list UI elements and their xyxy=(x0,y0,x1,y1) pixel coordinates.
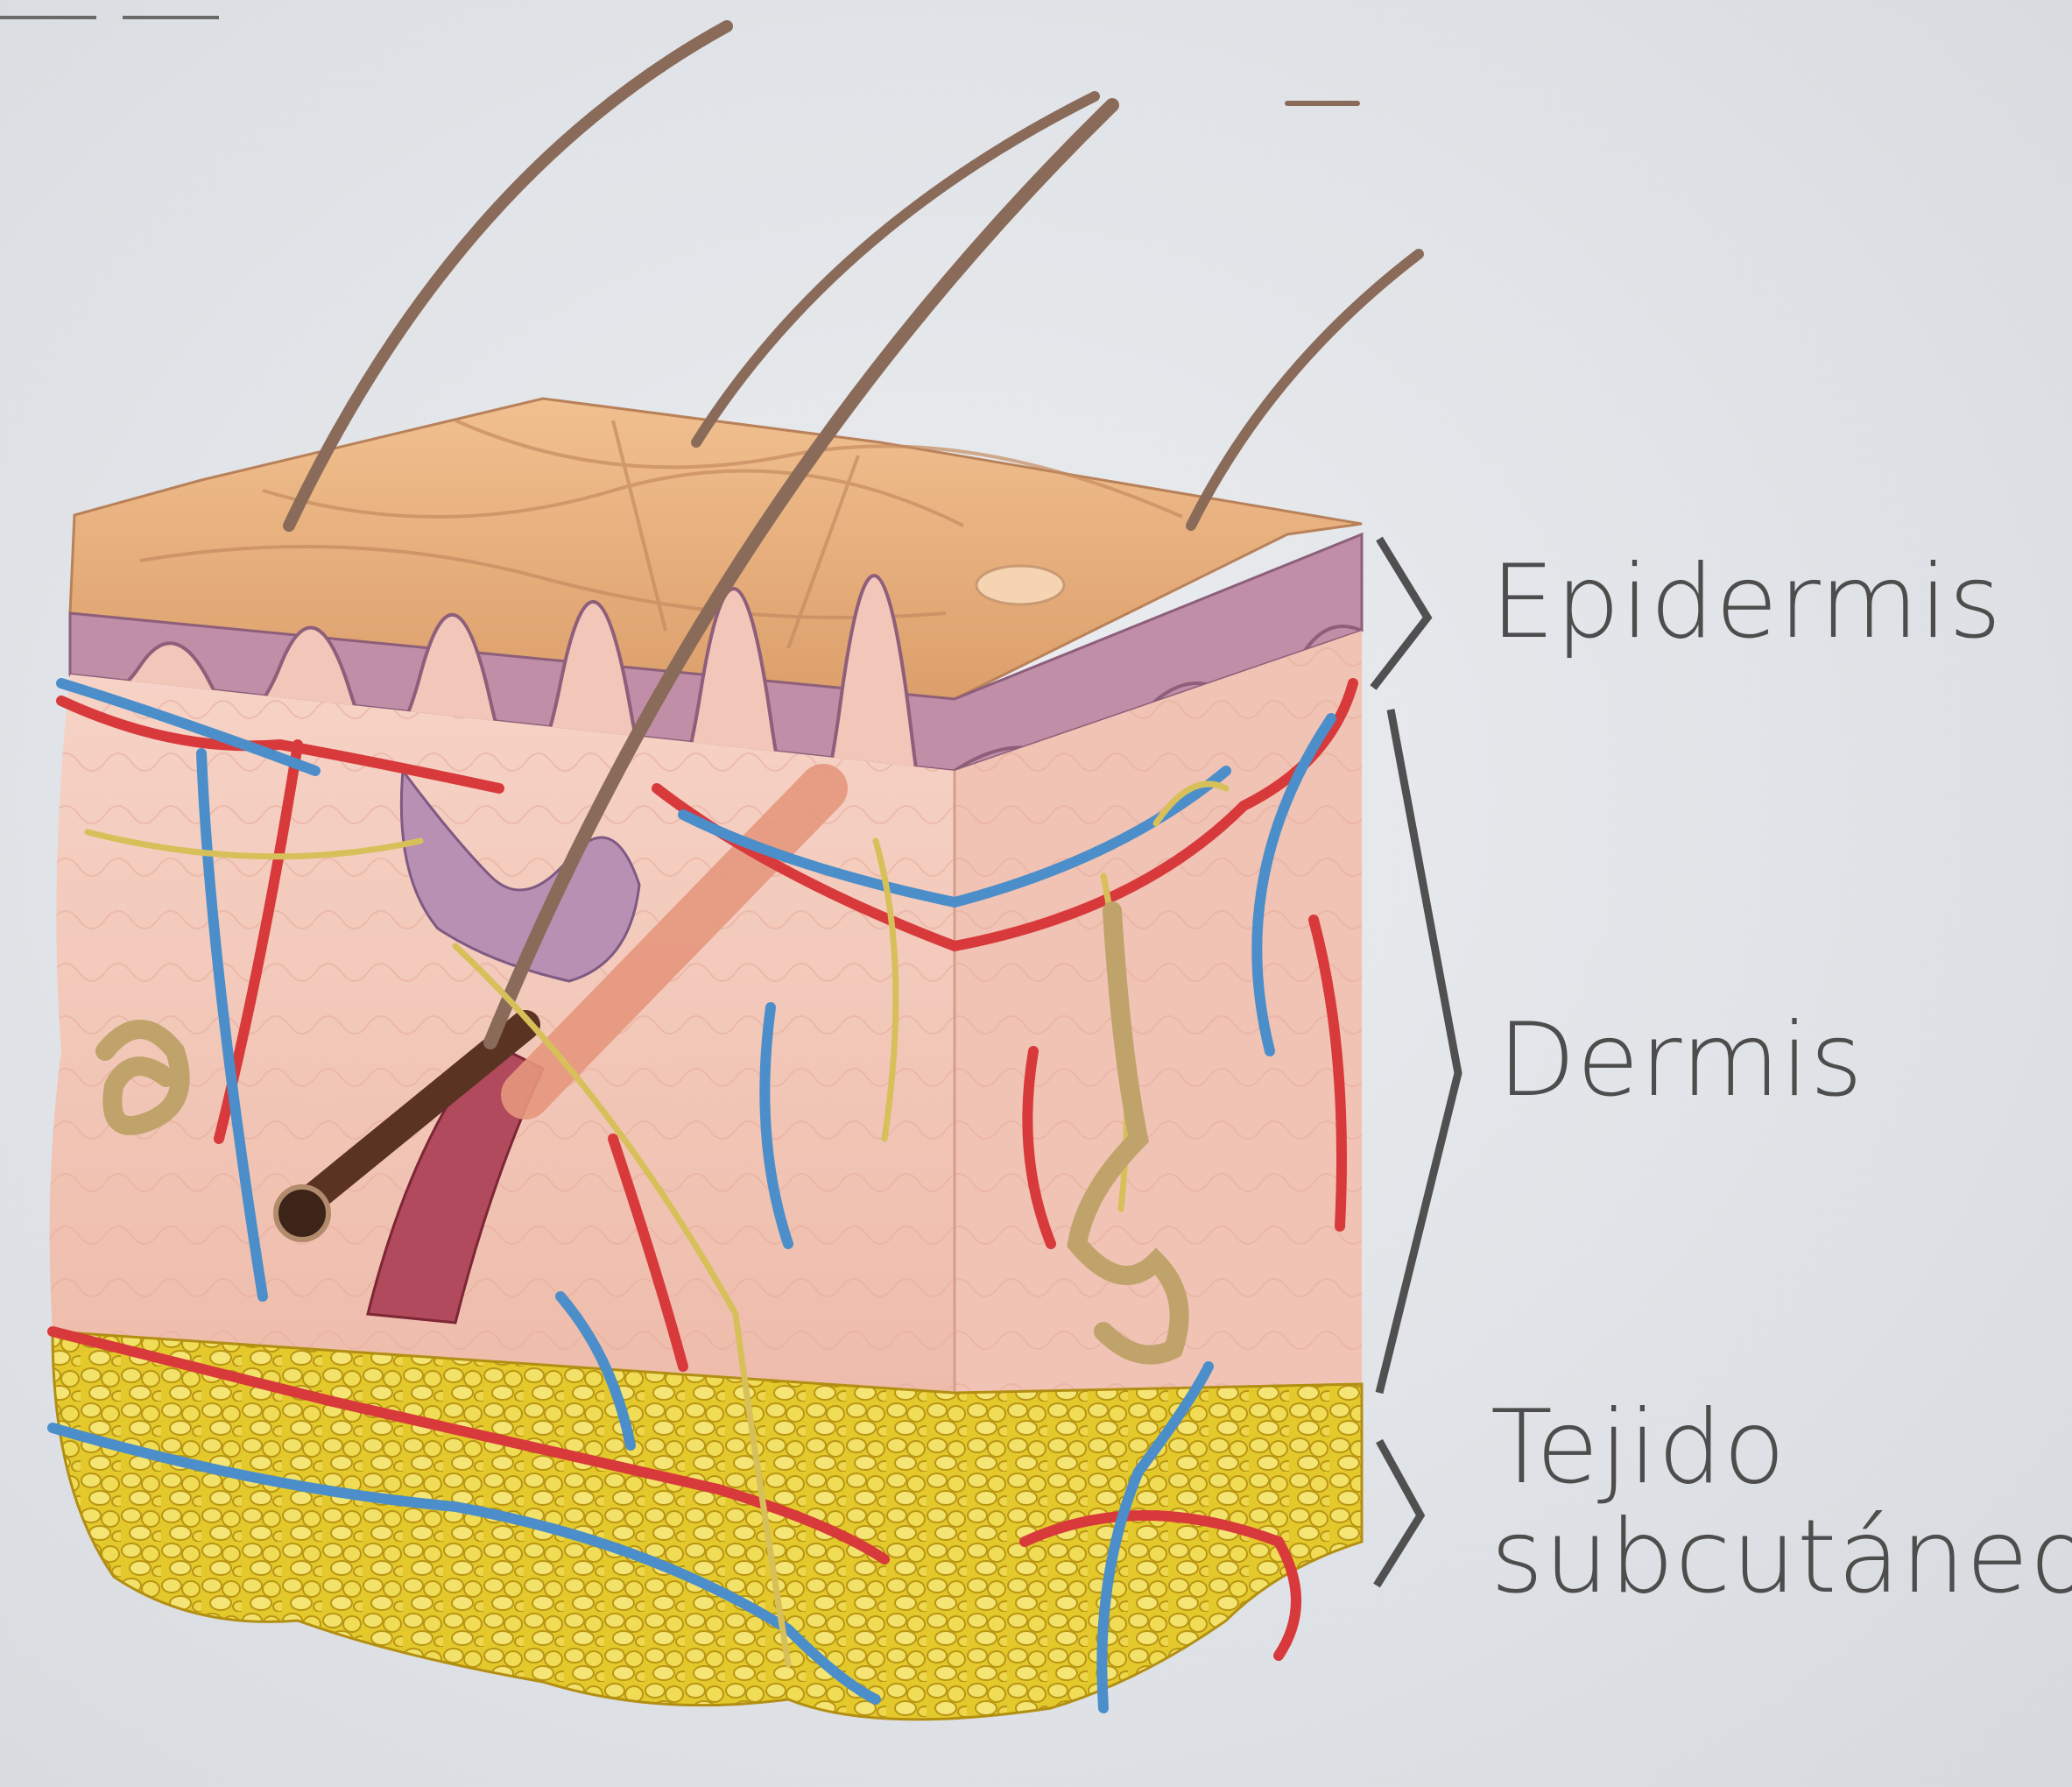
bracket-dermis xyxy=(1379,710,1458,1393)
subcutaneous-fat-layer xyxy=(53,1331,1362,1720)
label-subcutaneous-line2: subcutáneo xyxy=(1491,1502,2072,1612)
bracket-epidermis xyxy=(1373,539,1427,688)
label-subcutaneous-line1: Tejido xyxy=(1491,1393,2072,1502)
label-subcutaneous-tissue: Tejido subcutáneo xyxy=(1491,1393,2072,1613)
label-epidermis: Epidermis xyxy=(1491,547,2002,657)
bracket-subcutaneous xyxy=(1377,1441,1420,1586)
label-dermis: Dermis xyxy=(1498,1006,1864,1115)
